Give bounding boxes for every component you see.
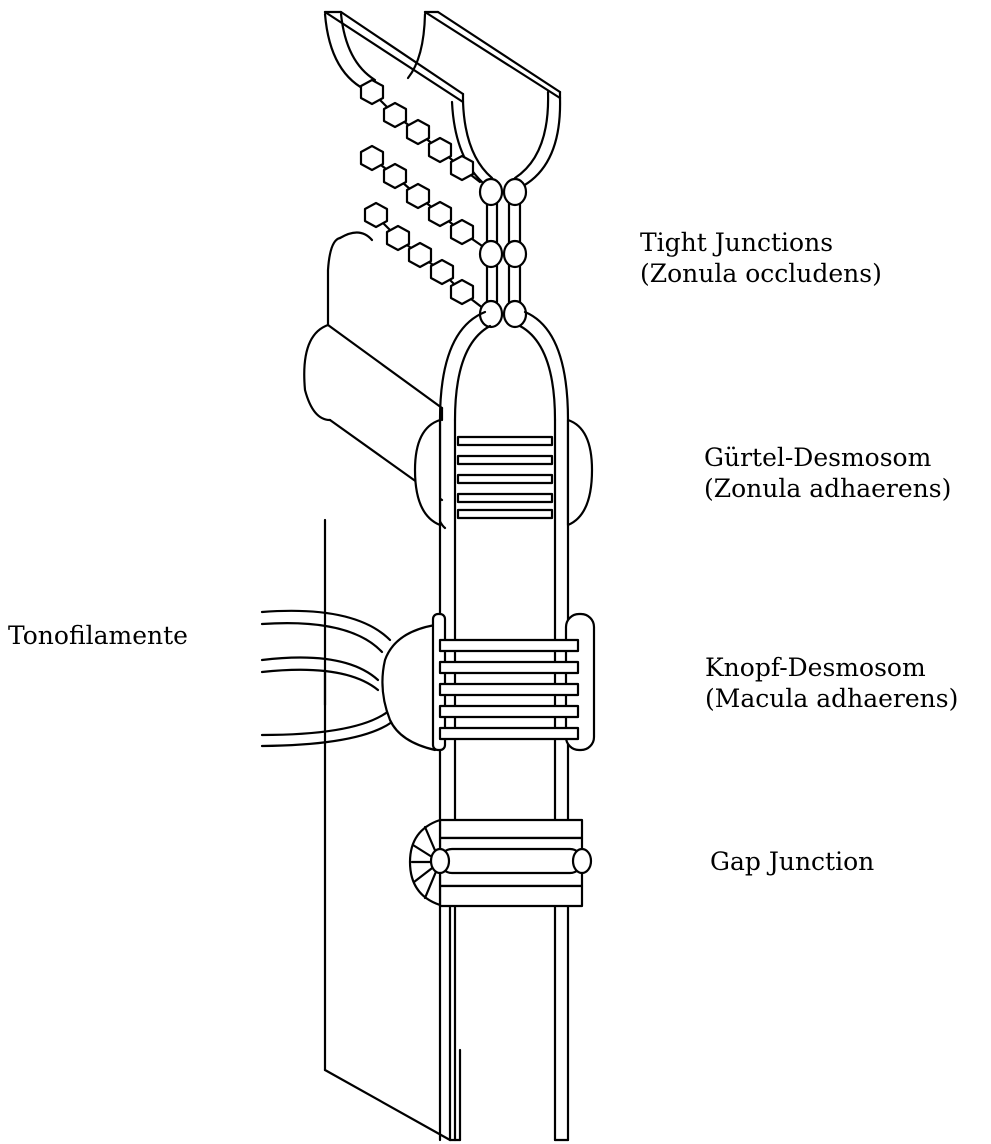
guertel-desmosom-name: Gürtel-Desmosom: [704, 442, 951, 473]
tight-junction-strands: [361, 80, 488, 312]
tight-junction-bead: [365, 203, 387, 227]
tight-junction-bead: [384, 164, 406, 188]
gap-junction-label: Gap Junction: [710, 846, 874, 877]
tight-junction-bead: [429, 202, 451, 226]
gap-junction: [410, 820, 591, 906]
knopf-desmosom-name: Knopf-Desmosom: [705, 652, 958, 683]
tight-junction-bead: [429, 138, 451, 162]
tight-junction-contact-beads: [480, 179, 526, 327]
tight-junction-bead: [451, 220, 473, 244]
tight-junctions-label: Tight Junctions (Zonula occludens): [640, 227, 882, 289]
macula-adhaerens-name: (Macula adhaerens): [705, 683, 958, 714]
tight-junction-bead: [407, 120, 429, 144]
belt-desmosome-front: [415, 420, 592, 525]
tight-junction-bead: [451, 280, 473, 304]
tight-junction-bead: [387, 226, 409, 250]
tonofilamente-label: Tonofilamente: [8, 620, 188, 651]
tight-junction-bead: [451, 156, 473, 180]
zonula-occludens-name: (Zonula occludens): [640, 258, 882, 289]
tight-junction-bead: [407, 184, 429, 208]
zonula-adhaerens-name: (Zonula adhaerens): [704, 473, 951, 504]
tight-junction-bead: [361, 80, 383, 104]
tight-junction-bead: [361, 146, 383, 170]
tight-junctions-name: Tight Junctions: [640, 227, 882, 258]
guertel-desmosom-label: Gürtel-Desmosom (Zonula adhaerens): [704, 442, 951, 504]
tight-junction-bead: [409, 243, 431, 267]
tonofilaments: [262, 611, 392, 746]
tight-junction-bead: [384, 103, 406, 127]
spot-desmosome: [382, 614, 594, 750]
tight-junction-bead: [431, 260, 453, 284]
knopf-desmosom-label: Knopf-Desmosom (Macula adhaerens): [705, 652, 958, 714]
